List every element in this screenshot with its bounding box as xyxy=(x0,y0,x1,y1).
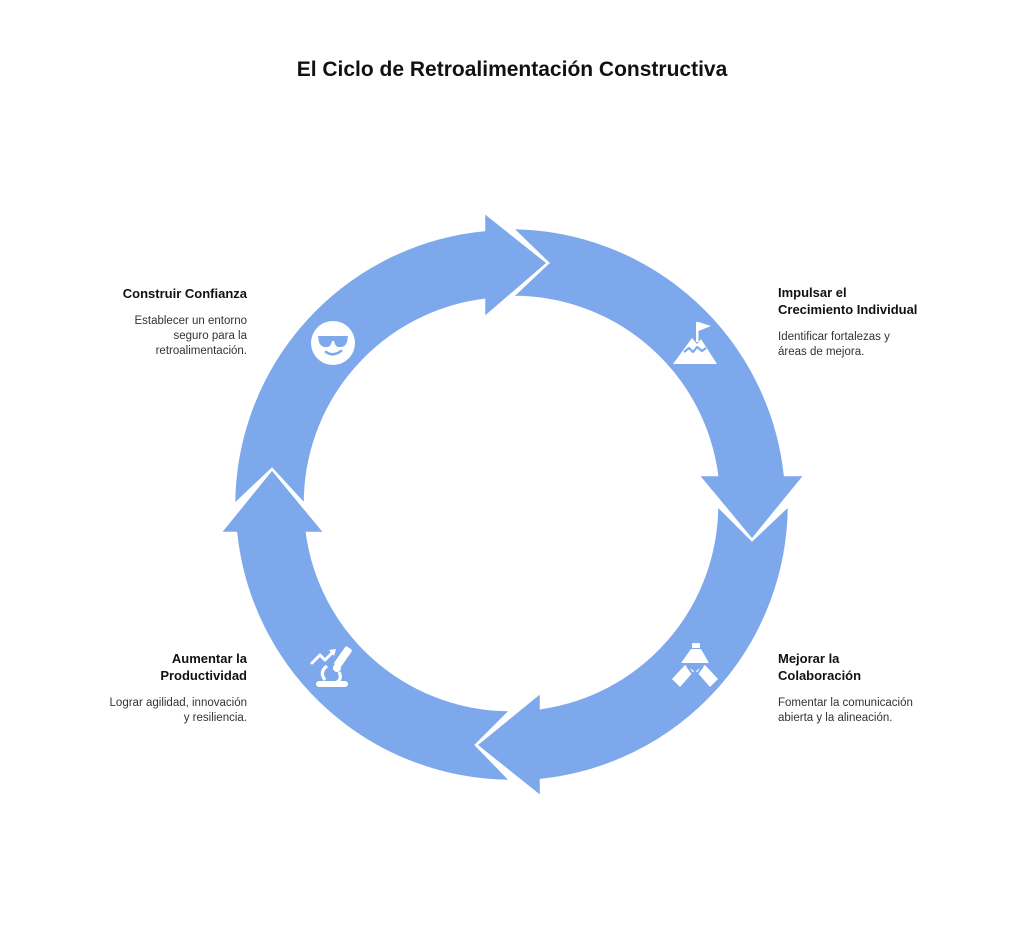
step-productivity: Aumentar la Productividad Lograr agilida… xyxy=(107,650,247,726)
ring-segment-productivity xyxy=(217,467,515,783)
step-collaboration: Mejorar la Colaboración Fomentar la comu… xyxy=(778,650,918,726)
step-build-trust: Construir Confianza Establecer un entorn… xyxy=(107,285,247,359)
step-description: Establecer un entorno seguro para la ret… xyxy=(134,315,247,357)
mountain-flag-icon xyxy=(673,322,717,364)
ring-segment-trust xyxy=(232,209,550,509)
step-description: Fomentar la comunicación abierta y la al… xyxy=(778,697,913,724)
ring-segment-collaboration xyxy=(474,501,791,800)
step-individual-growth: Impulsar el Crecimiento Individual Ident… xyxy=(778,284,918,360)
step-title: Mejorar la Colaboración xyxy=(778,651,862,683)
hands-together-icon xyxy=(672,643,718,687)
step-description: Lograr agilidad, innovación y resilienci… xyxy=(109,697,247,724)
step-title: Construir Confianza xyxy=(122,286,247,301)
ring-segment-growth xyxy=(508,226,808,542)
step-description: Identificar fortalezas y áreas de mejora… xyxy=(778,331,890,358)
step-title: Aumentar la Productividad xyxy=(160,651,247,683)
sunglasses-smiley-icon xyxy=(311,321,355,365)
page-title: El Ciclo de Retroalimentación Constructi… xyxy=(296,58,728,81)
step-title: Impulsar el Crecimiento Individual xyxy=(778,285,918,317)
microscope-growth-icon xyxy=(310,646,352,687)
cycle-ring xyxy=(217,209,808,800)
